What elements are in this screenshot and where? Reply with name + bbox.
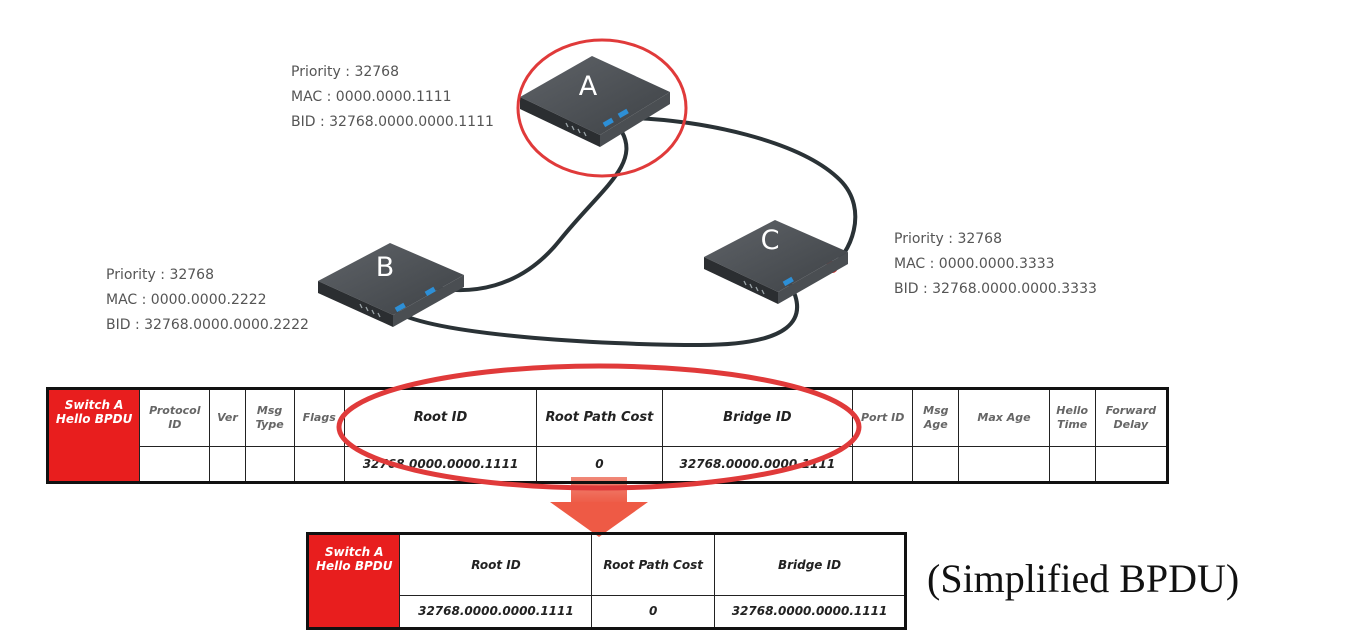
link-b-c [391,283,800,348]
value-forward-delay [1094,445,1169,484]
value-flags [293,445,345,484]
value-root-id: 32768.0000.0000.1111 [343,445,538,484]
simplify-arrow-icon [550,477,648,537]
simplified-bpdu-caption: (Simplified BPDU) [927,556,1240,601]
root-bridge-highlight [516,38,688,178]
switch-b-info: Priority : 32768 MAC : 0000.0000.2222 BI… [106,263,309,338]
simplified-header-root-path-cost: Root Path Cost [591,533,716,596]
value-port-id [852,445,914,484]
header-root-id: Root ID [343,388,538,447]
switch-a: A [520,56,670,147]
simplified-value-root-path-cost: 0 [591,594,716,630]
header-bridge-id: Bridge ID [661,388,854,447]
simplified-value-root-id: 32768.0000.0000.1111 [399,594,593,630]
simplified-header-root-id: Root ID [399,533,593,596]
switch-c-bid: BID : 32768.0000.0000.3333 [894,281,1097,297]
switch-a-priority: Priority : 32768 [291,64,399,80]
value-protocol-id [139,445,211,484]
value-max-age [958,445,1050,484]
header-max-age: Max Age [958,388,1050,447]
header-root-path-cost: Root Path Cost [536,388,663,447]
switch-c-priority: Priority : 32768 [894,231,1002,247]
switch-b-mac: MAC : 0000.0000.2222 [106,292,267,308]
switch-b: B [318,243,464,327]
switch-b-priority: Priority : 32768 [106,267,214,283]
switch-b-bid: BID : 32768.0000.0000.2222 [106,317,309,333]
link-a-b [429,131,629,293]
value-msg-age [912,445,960,484]
header-port-id: Port ID [852,388,914,447]
value-root-path-cost: 0 [536,445,663,484]
switch-a-mac: MAC : 0000.0000.1111 [291,89,452,105]
value-hello-time [1048,445,1096,484]
switch-c-info: Priority : 32768 MAC : 0000.0000.3333 BI… [894,227,1097,302]
simplified-value-bridge-id: 32768.0000.0000.1111 [714,594,906,630]
simplified-header-bridge-id: Bridge ID [714,533,906,596]
switch-c-mac: MAC : 0000.0000.3333 [894,256,1055,272]
link-a-c [632,116,858,270]
value-bridge-id: 32768.0000.0000.1111 [661,445,854,484]
header-ver: Ver [209,388,246,447]
switch-c-label: C [761,225,780,256]
switch-b-label: B [376,252,395,283]
switch-a-bid: BID : 32768.0000.0000.1111 [291,114,494,130]
value-msg-type [244,445,295,484]
switch-c: C [704,220,848,304]
header-flags: Flags [293,388,345,447]
value-ver [209,445,246,484]
switch-a-info: Priority : 32768 MAC : 0000.0000.1111 BI… [291,60,494,135]
switch-a-label: A [579,71,598,102]
